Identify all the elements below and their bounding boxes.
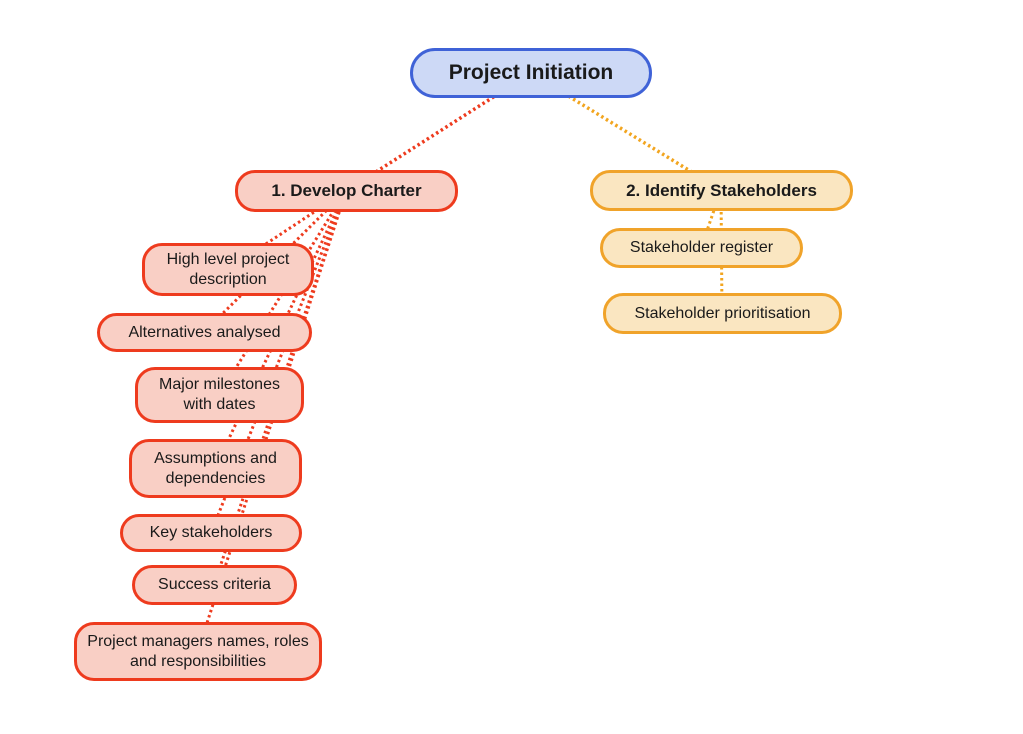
branch-node-develop-charter: 1. Develop Charter <box>235 170 458 212</box>
leaf-node-key-stakeholders: Key stakeholders <box>120 514 302 552</box>
leaf-node-project-managers-names-roles-responsibilities: Project managers names, roles and respon… <box>74 622 322 681</box>
leaf-node-major-milestones-with-dates: Major milestones with dates <box>135 367 304 423</box>
branch-node-identify-stakeholders: 2. Identify Stakeholders <box>590 170 853 211</box>
leaf-node-success-criteria: Success criteria <box>132 565 297 605</box>
leaf-node-assumptions-and-dependencies: Assumptions and dependencies <box>129 439 302 498</box>
edge-charter-key-stakeholders <box>209 190 348 534</box>
leaf-node-stakeholder-register: Stakeholder register <box>600 228 803 268</box>
edge-charter-major-milestones <box>217 190 348 396</box>
leaf-node-stakeholder-prioritisation: Stakeholder prioritisation <box>603 293 842 334</box>
root-node-project-initiation: Project Initiation <box>410 48 652 98</box>
leaf-node-alternatives-analysed: Alternatives analysed <box>97 313 312 352</box>
edge-root-identify-stakeholders <box>530 71 722 192</box>
leaf-node-high-level-project-description: High level project description <box>142 243 314 296</box>
